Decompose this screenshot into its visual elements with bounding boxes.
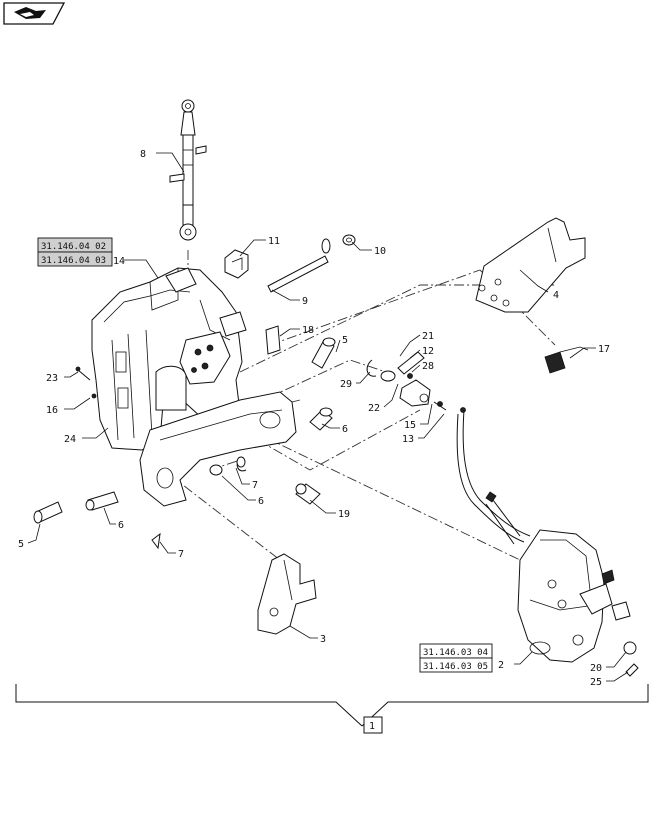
- callout-8: 7: [252, 480, 258, 491]
- callout-6-upper: 6: [342, 424, 348, 435]
- callout-18: 16: [46, 405, 58, 416]
- part-bush-7: [209, 464, 223, 476]
- part-body-17: [399, 379, 431, 407]
- part-bracket-3: [257, 553, 317, 635]
- part-sleeve-6-lower: [85, 491, 119, 511]
- callout-7: 6: [258, 496, 264, 507]
- part-pin-5-lower: [33, 501, 63, 524]
- callout-26: 24: [64, 434, 76, 445]
- part-clip-29: [366, 359, 377, 377]
- ref-31-146-04-02: 31.146.04 02: [41, 242, 106, 252]
- part-connector-19: [544, 346, 589, 374]
- callout-24: 22: [368, 403, 380, 414]
- ref-31-146-04-03: 31.146.04 03: [41, 256, 106, 266]
- callout-5-lower: 5: [18, 539, 24, 550]
- callout-10: 8: [140, 149, 146, 160]
- ref-31-146-03-04: 31.146.03 04: [423, 648, 488, 658]
- callout-14: 12: [422, 346, 434, 357]
- part-screw-18: [91, 393, 97, 399]
- callout-25: 23: [46, 373, 58, 384]
- part-clip-9: [151, 532, 161, 550]
- callout-27: 25: [590, 677, 602, 688]
- callout-2: 2: [498, 660, 504, 671]
- part-clip-8: [236, 456, 247, 472]
- part-screw-25: [75, 366, 91, 381]
- assembly-bracket: 1: [15, 684, 649, 734]
- part-bracket-4: [475, 217, 586, 313]
- part-washer-12: [342, 234, 356, 246]
- part-pin-11: [267, 238, 331, 293]
- part-bolt-28: [407, 373, 413, 379]
- callout-9: 7: [178, 549, 184, 560]
- part-sleeve-5-upper: [311, 337, 336, 369]
- callout-15: 13: [402, 434, 414, 445]
- part-top-link: [169, 99, 207, 241]
- callout-13: 11: [268, 236, 280, 247]
- ref-31-146-03-05: 31.146.03 05: [423, 662, 488, 672]
- previous-page-button[interactable]: [3, 2, 66, 25]
- callout-21: 19: [338, 509, 350, 520]
- callout-11: 9: [302, 296, 308, 307]
- callout-23: 21: [422, 331, 434, 342]
- reference-box-right[interactable]: 31.146.03 04 31.146.03 05: [419, 643, 493, 673]
- callout-3: 3: [320, 634, 326, 645]
- part-sleeve-6-upper: [309, 407, 333, 431]
- part-housing-2: [517, 529, 631, 663]
- callout-20: 18: [302, 325, 314, 336]
- callout-4: 4: [553, 290, 559, 301]
- callout-29: 29: [340, 379, 352, 390]
- callout-12: 10: [374, 246, 386, 257]
- part-fitting-27: [625, 663, 639, 677]
- callout-labels: 8 11 9 10 4 17 18 5 14 23 16 24 6 29 21 …: [18, 149, 610, 688]
- callout-leaders: [27, 152, 629, 682]
- callout-19: 17: [598, 344, 610, 355]
- part-pin-21: [295, 483, 321, 505]
- back-page-icon: [14, 7, 46, 19]
- part-seal-22: [623, 641, 637, 655]
- callout-16: 14: [113, 256, 125, 267]
- callout-22: 20: [590, 663, 602, 674]
- part-lever-23: [397, 351, 425, 375]
- part-pin-15: [433, 401, 447, 411]
- callout-6-lower: 6: [118, 520, 124, 531]
- callout-17: 15: [404, 420, 416, 431]
- part-main-housing: [91, 267, 297, 507]
- part-ring-24: [380, 370, 396, 382]
- part-label-20: [265, 325, 281, 355]
- callout-5-upper: 5: [342, 335, 348, 346]
- part-hydraulic-lines: [456, 407, 531, 545]
- reference-box-left[interactable]: 31.146.04 02 31.146.04 03: [37, 237, 113, 267]
- part-bracket-13: [224, 249, 249, 279]
- assembly-label: 1: [369, 721, 375, 732]
- callout-28: 28: [422, 361, 434, 372]
